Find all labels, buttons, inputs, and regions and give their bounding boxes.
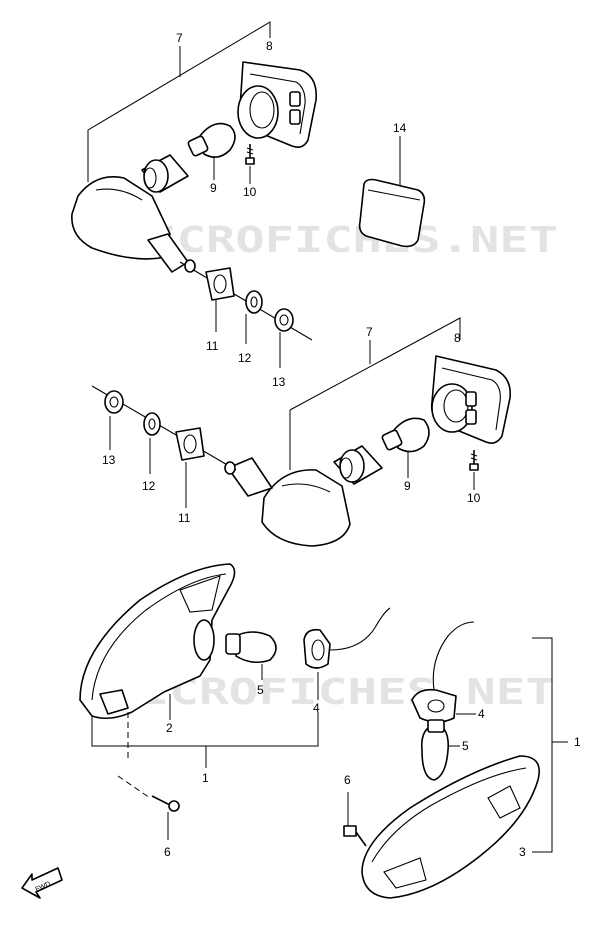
bulb-9-upper xyxy=(187,122,236,158)
callout-13-upper: 13 xyxy=(272,375,286,389)
callout-9-upper: 9 xyxy=(210,181,217,195)
callout-14: 14 xyxy=(393,121,407,135)
callout-5-left: 5 xyxy=(257,683,264,697)
screw-6-right xyxy=(343,825,367,847)
callout-7-middle: 7 xyxy=(366,325,373,339)
callout-10-upper: 10 xyxy=(243,185,257,199)
callout-4-right: 4 xyxy=(478,707,485,721)
callouts: 7 8 9 10 14 11 12 13 7 8 9 10 13 12 11 2… xyxy=(102,31,581,859)
housing-middle xyxy=(227,457,351,547)
grommet-11-upper xyxy=(205,267,235,301)
washer-12-upper xyxy=(245,290,263,314)
callout-8-middle: 8 xyxy=(454,331,461,345)
lens-3 xyxy=(361,755,540,899)
rear-signal-assembly-right xyxy=(343,621,568,899)
housing-upper xyxy=(71,176,189,273)
bulb-9-middle xyxy=(381,417,430,453)
watermark-top: MICROFICHES.NET xyxy=(118,220,558,261)
washer-12-middle xyxy=(143,412,161,436)
callout-11-middle: 11 xyxy=(178,511,191,525)
callout-9-middle: 9 xyxy=(404,479,411,493)
lens-8-middle xyxy=(430,355,512,444)
callout-1-right: 1 xyxy=(574,735,581,749)
screw-6-left xyxy=(151,795,180,812)
lens-8-upper xyxy=(237,61,317,148)
callout-2: 2 xyxy=(166,721,173,735)
bulb-5-left xyxy=(225,631,277,664)
callout-1-left: 1 xyxy=(202,771,209,785)
grommet-11-middle xyxy=(175,427,205,461)
callout-6-right: 6 xyxy=(344,773,351,787)
housing-2 xyxy=(79,563,236,720)
callout-5-right: 5 xyxy=(462,739,469,753)
bulb-5-right xyxy=(420,719,450,781)
socket-4-left xyxy=(303,607,391,669)
socket-upper xyxy=(141,154,189,193)
callout-4-left: 4 xyxy=(313,701,320,715)
cover-14 xyxy=(358,178,426,248)
nut-13-middle xyxy=(104,390,124,414)
callout-13-middle: 13 xyxy=(102,453,116,467)
callout-7-upper: 7 xyxy=(176,31,183,45)
socket-middle xyxy=(333,445,383,485)
screw-10-middle xyxy=(469,450,479,471)
screw-10-upper xyxy=(245,144,255,165)
rear-signal-assembly-left xyxy=(79,563,391,840)
callout-12-upper: 12 xyxy=(238,351,252,365)
callout-3: 3 xyxy=(519,845,526,859)
callout-8-upper: 8 xyxy=(266,39,273,53)
callout-12-middle: 12 xyxy=(142,479,156,493)
callout-10-middle: 10 xyxy=(467,491,481,505)
turn-signal-assembly-middle xyxy=(91,317,512,547)
nut-13-upper xyxy=(274,308,294,332)
forward-arrow-icon: FWD xyxy=(21,867,63,899)
callout-6-left: 6 xyxy=(164,845,171,859)
callout-11-upper: 11 xyxy=(206,339,219,353)
turn-signal-assembly-upper xyxy=(71,21,317,368)
